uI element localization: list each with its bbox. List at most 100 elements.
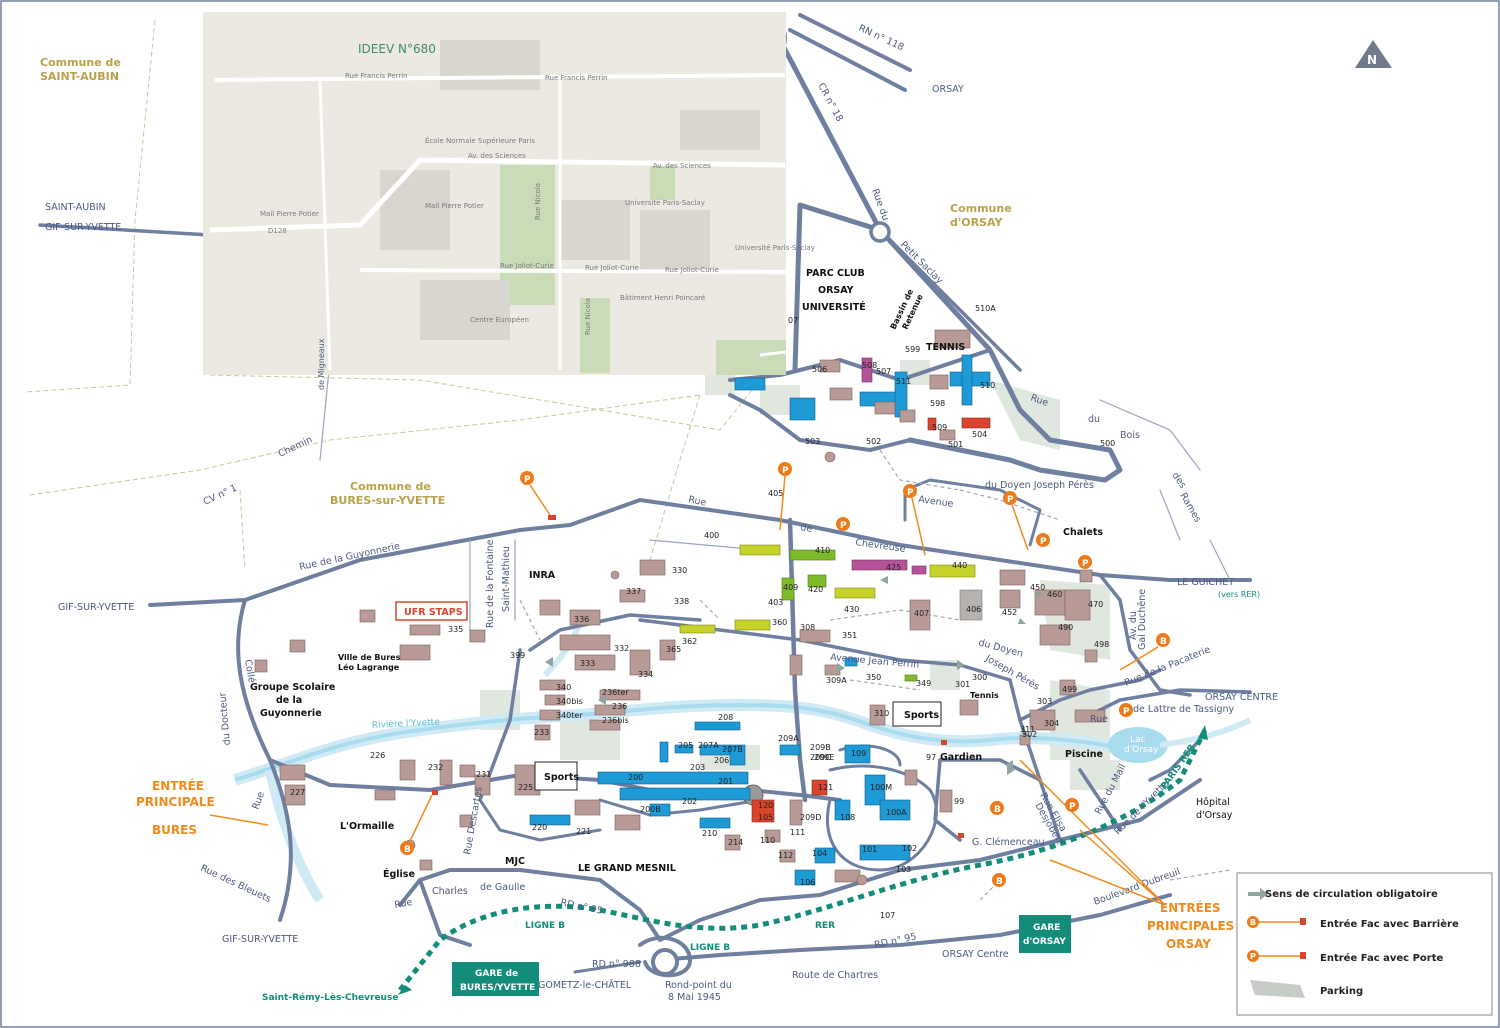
building-number: 214 bbox=[728, 838, 743, 847]
building-number: 510A bbox=[975, 304, 996, 313]
rer-line bbox=[398, 725, 1208, 995]
building-number: 335 bbox=[448, 625, 463, 634]
svg-text:B: B bbox=[1250, 918, 1256, 927]
overlay-street: Mail Pierre Potier bbox=[425, 202, 484, 210]
gare-bures: GARE de BURES/YVETTE bbox=[452, 962, 539, 996]
building-number: 338 bbox=[674, 597, 689, 606]
parking-swatch-icon bbox=[1250, 980, 1305, 998]
building-number: 406 bbox=[966, 605, 981, 614]
entrance-bures-2: PRINCIPALE bbox=[136, 795, 215, 809]
orange-p-pin-icon bbox=[1247, 950, 1259, 962]
svg-text:Rue: Rue bbox=[1090, 714, 1108, 725]
building-number: 499 bbox=[1062, 685, 1077, 694]
building-number: 598 bbox=[930, 399, 945, 408]
building-number: 460 bbox=[1047, 590, 1062, 599]
svg-text:P: P bbox=[1250, 952, 1256, 961]
svg-text:B: B bbox=[1160, 637, 1167, 647]
roundabout-8-mai bbox=[651, 948, 679, 976]
svg-text:ORSAY: ORSAY bbox=[932, 84, 964, 95]
building-number: 304 bbox=[1044, 719, 1059, 728]
svg-text:Ville de Bures: Ville de Bures bbox=[338, 653, 401, 662]
building-number: 203 bbox=[690, 763, 705, 772]
building-number: 207B bbox=[722, 745, 743, 754]
svg-text:de Lattre de Tassigny: de Lattre de Tassigny bbox=[1133, 704, 1235, 715]
svg-text:du Docteur: du Docteur bbox=[217, 692, 233, 746]
label-riviere-yvette: Rivière l'Yvette bbox=[372, 716, 441, 731]
building-number: 340 bbox=[556, 683, 571, 692]
building-number: 201 bbox=[718, 777, 733, 786]
b-pin-icon: B bbox=[400, 794, 433, 855]
svg-text:de: de bbox=[799, 522, 813, 535]
svg-text:d'ORSAY: d'ORSAY bbox=[1023, 937, 1066, 947]
svg-text:RER: RER bbox=[815, 921, 835, 931]
svg-text:ORSAY CENTRE: ORSAY CENTRE bbox=[1205, 692, 1278, 703]
overlay-street: Rue Joliot-Curie bbox=[585, 264, 639, 272]
building-number: 209C bbox=[810, 753, 831, 762]
building-number: 362 bbox=[682, 637, 697, 646]
svg-text:LIGNE B: LIGNE B bbox=[525, 921, 565, 931]
building-number: 330 bbox=[672, 566, 687, 575]
svg-text:Av. du: Av. du bbox=[1128, 611, 1139, 640]
svg-text:Rue de la Fontaine: Rue de la Fontaine bbox=[485, 539, 496, 628]
svg-text:Saint-Mathieu: Saint-Mathieu bbox=[501, 546, 512, 612]
svg-text:TENNIS: TENNIS bbox=[926, 342, 965, 353]
svg-text:Sens de circulation obligatoir: Sens de circulation obligatoire bbox=[1265, 889, 1438, 900]
building-number: 107 bbox=[880, 911, 895, 920]
building-number: 308 bbox=[800, 623, 815, 632]
p-pin-icon: P bbox=[1078, 555, 1092, 569]
overlay-poi: Centre Européen bbox=[470, 316, 529, 324]
overlay-street: Rue Joliot-Curie bbox=[665, 266, 719, 274]
overlay-street: Rue Nicola bbox=[534, 183, 542, 220]
building-number: 108 bbox=[840, 813, 855, 822]
building-number: 07 bbox=[788, 316, 798, 325]
svg-text:ORSAY: ORSAY bbox=[818, 285, 854, 296]
building-number: 301 bbox=[955, 680, 970, 689]
building-number: 420 bbox=[808, 585, 823, 594]
svg-text:(vers RER): (vers RER) bbox=[1218, 590, 1260, 599]
p-pin-icon: P bbox=[1003, 491, 1029, 551]
p-pin-icon: P bbox=[778, 462, 792, 531]
p-pin-icon: P bbox=[836, 517, 850, 531]
overlay-poi: Université Paris-Saclay bbox=[735, 244, 815, 252]
building-number: 599 bbox=[905, 345, 920, 354]
svg-text:LIGNE B: LIGNE B bbox=[690, 943, 730, 953]
svg-text:P: P bbox=[1069, 802, 1076, 812]
building-number: 490 bbox=[1058, 623, 1073, 632]
p-pin-icon: P bbox=[903, 484, 926, 556]
p-pin-icon: P bbox=[1119, 703, 1133, 717]
building-number: 510 bbox=[980, 381, 995, 390]
overlay-street: Rue Nicola bbox=[584, 298, 592, 335]
svg-text:Gal Duchêne: Gal Duchêne bbox=[1137, 589, 1148, 650]
svg-text:Rue: Rue bbox=[687, 494, 707, 509]
building-number: 336 bbox=[574, 615, 589, 624]
building-number: 504 bbox=[972, 430, 987, 439]
building-number: 410 bbox=[815, 546, 830, 555]
overlay-street: Mail Pierre Potier bbox=[260, 210, 319, 218]
overlay-street: Av. des Sciences bbox=[468, 152, 526, 160]
entrance-pins: P P P P P P P P P B B B B bbox=[400, 462, 1170, 887]
overlay-poi: Université Paris-Saclay bbox=[625, 199, 705, 207]
overlay-title: IDEEV N°680 bbox=[358, 42, 436, 56]
building-number: 511 bbox=[896, 377, 911, 386]
commune-orsay-2: d'ORSAY bbox=[950, 216, 1003, 229]
legend-item-porte: P Entrée Fac avec Porte bbox=[1247, 950, 1443, 964]
svg-text:ORSAY Centre: ORSAY Centre bbox=[942, 949, 1009, 960]
commune-bures-1: Commune de bbox=[350, 480, 431, 493]
building-number: 302 bbox=[1022, 730, 1037, 739]
entrance-orsay-2: PRINCIPALES bbox=[1147, 919, 1234, 933]
north-arrow-icon: N bbox=[1355, 40, 1392, 68]
svg-text:PARC CLUB: PARC CLUB bbox=[806, 268, 865, 279]
building-number: 120 bbox=[758, 801, 773, 810]
svg-text:P: P bbox=[1007, 495, 1014, 505]
svg-text:Gardien: Gardien bbox=[940, 752, 982, 763]
building-number: 210 bbox=[702, 829, 717, 838]
overlay-map: IDEEV N°680 Rue Francis Perrin Rue Franc… bbox=[203, 12, 815, 375]
svg-text:INRA: INRA bbox=[529, 570, 556, 581]
building-number: 350 bbox=[866, 673, 881, 682]
svg-text:L'Ormaille: L'Ormaille bbox=[340, 821, 394, 832]
entrance-orsay-1: ENTRÉES bbox=[1160, 900, 1221, 915]
building-number: 101 bbox=[862, 845, 877, 854]
svg-text:Avenue: Avenue bbox=[918, 494, 955, 510]
